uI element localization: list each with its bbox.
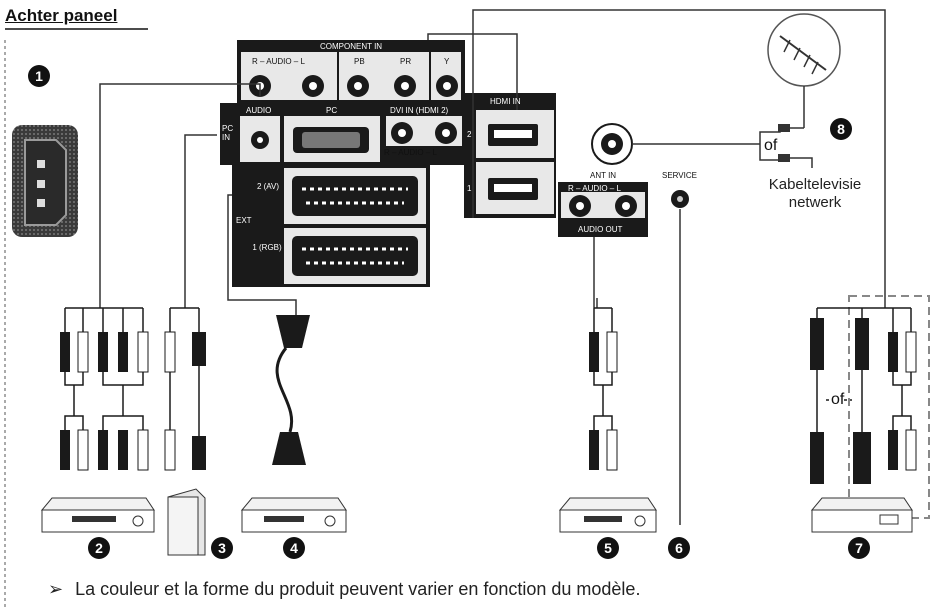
settop-device-7-icon [810, 497, 913, 533]
antenna-plug-icon [778, 124, 790, 132]
component-in-label: COMPONENT IN [320, 42, 383, 51]
vcr-device-2-icon [40, 497, 155, 533]
arrow-icon: ➢ [48, 579, 64, 599]
pr-label: PR [400, 57, 412, 66]
badge-3: 3 [211, 537, 233, 559]
cable-of-label: of [764, 137, 778, 155]
badge-1: 1 [28, 65, 50, 87]
ext-2-label: 2 (AV) [256, 182, 280, 191]
scart-cable-icon [272, 315, 310, 465]
audio-out-channels-label: R – AUDIO – L [568, 184, 621, 193]
power-socket-icon [12, 125, 78, 237]
dvi-audio-label: R – AUDIO – L [384, 148, 437, 157]
audio-out-cable-icon [589, 307, 618, 471]
cable-plug-icon [778, 154, 790, 162]
badge-7: 7 [848, 537, 870, 559]
pc-cable-icon [164, 307, 206, 471]
audio-label: AUDIO [246, 106, 272, 115]
ant-in-label: ANT IN [590, 171, 617, 180]
connection-lines [99, 9, 886, 525]
audio-out-label: AUDIO OUT [578, 225, 623, 234]
connector-panel [220, 40, 689, 287]
service-label: SERVICE [662, 171, 697, 180]
ext-label: EXT [236, 216, 252, 225]
pc-in-label: PC IN [222, 124, 234, 142]
badge-4: 4 [283, 537, 305, 559]
hdmi-dvi-cable-icon [810, 295, 930, 519]
badge-2: 2 [88, 537, 110, 559]
y-label: Y [444, 57, 450, 66]
pb-label: PB [354, 57, 365, 66]
hdmi-in-label: HDMI IN [490, 97, 521, 106]
device-of-label: of [831, 391, 845, 409]
footnote-text: La couleur et la forme du produit peuven… [75, 579, 641, 599]
badge-6: 6 [668, 537, 690, 559]
component-cable-icon [60, 307, 149, 471]
hdmi-2-label: 2 [467, 130, 472, 139]
vcr-device-5-icon [558, 497, 657, 533]
ext-1-label: 1 (RGB) [252, 243, 282, 252]
footnote: ➢ La couleur et la forme du produit peuve… [48, 579, 640, 600]
speaker-device-3-icon [167, 488, 206, 556]
pc-label: PC [326, 106, 338, 115]
badge-5: 5 [597, 537, 619, 559]
badge-8: 8 [830, 118, 852, 140]
page-title: Achter paneel [5, 6, 118, 25]
cable-tv-line2: netwerk [788, 194, 842, 211]
cable-tv-label: Kabeltelevisie netwerk [755, 176, 875, 212]
hdmi-1-label: 1 [467, 184, 472, 193]
cable-tv-line1: Kabeltelevisie [768, 176, 862, 193]
dvi-in-label: DVI IN (HDMI 2) [390, 106, 449, 115]
vcr-device-4-icon [240, 497, 347, 533]
component-audio-label: R – AUDIO – L [252, 57, 305, 66]
